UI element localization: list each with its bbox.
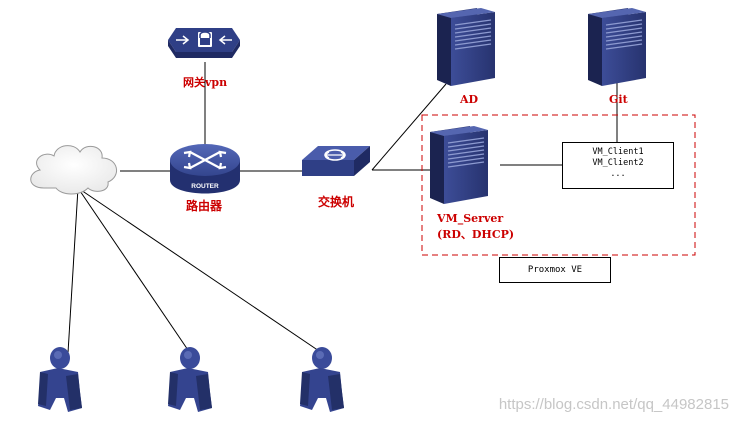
vm-client-line: VM_Client1: [592, 147, 644, 157]
vm-client-line: VM_Client2: [592, 158, 644, 168]
vm-clients-box: VM_Client1 VM_Client2 ...: [562, 142, 674, 189]
vm-client-line: ...: [610, 169, 626, 179]
vm-server-roles-label: (RD、DHCP): [437, 228, 515, 241]
link-switch-ad: [371, 83, 447, 171]
watermark: https://blog.csdn.net/qq_44982815: [498, 396, 729, 413]
proxmox-label: Proxmox VE: [527, 265, 583, 275]
ad-label: AD: [460, 93, 479, 106]
router-badge: ROUTER: [191, 183, 219, 190]
server-icon: [429, 125, 489, 205]
router-icon: [170, 144, 240, 194]
user-icon: [38, 347, 82, 412]
user-icon: [300, 347, 344, 412]
cloud-icon: [30, 145, 117, 195]
router-label: 路由器: [186, 199, 223, 213]
proxmox-label-box: Proxmox VE: [499, 257, 611, 283]
user-icon: [168, 347, 212, 412]
server-icon: [587, 7, 647, 87]
proxmox-boundary: [421, 114, 696, 256]
firewall-icon: [168, 28, 240, 58]
link-cloud-user3: [77, 187, 323, 354]
git-label: Git: [609, 93, 628, 106]
switch-icon: [302, 146, 370, 176]
server-icon: [436, 7, 496, 87]
vpn-gateway-label: 网关vpn: [183, 76, 228, 89]
vm-server-label: VM_Server: [437, 212, 504, 225]
link-cloud-user1: [67, 187, 79, 354]
connections: [67, 62, 618, 354]
link-cloud-user2: [77, 187, 191, 354]
switch-label: 交换机: [318, 195, 355, 209]
